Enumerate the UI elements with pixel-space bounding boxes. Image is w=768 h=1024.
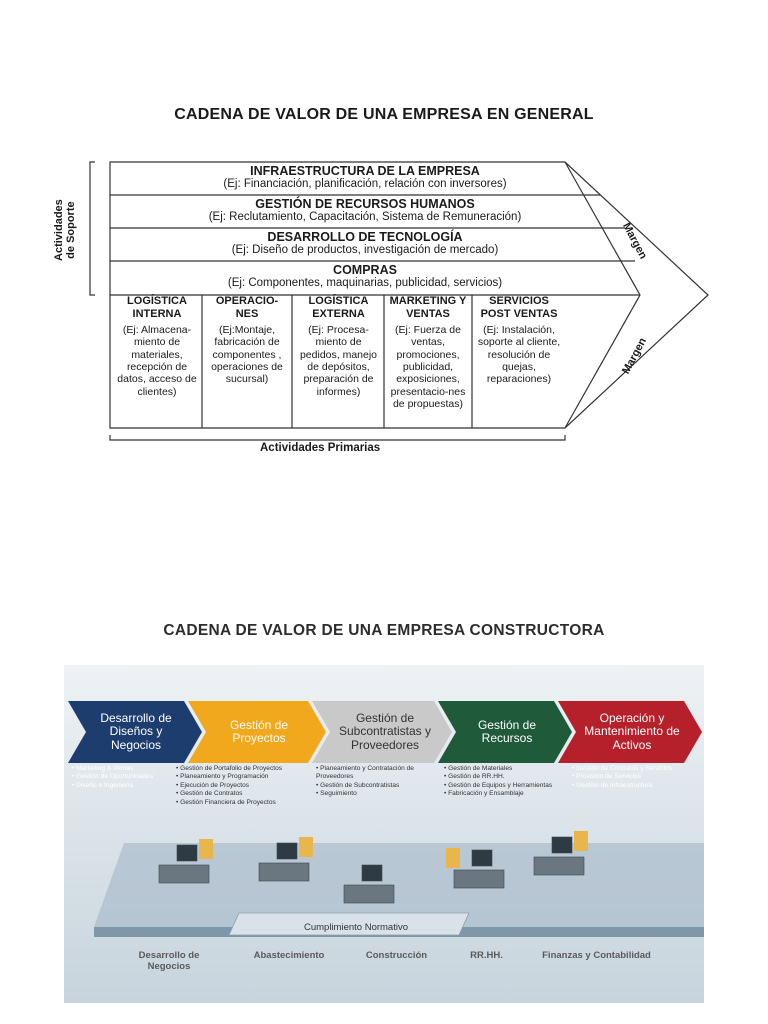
support-sub: (Ej: Componentes, maquinarias, publicida… [227,277,503,290]
workstation-icon [533,831,588,876]
area-label: Desarrollo de Negocios [138,950,200,972]
compliance-label: Cumplimiento Normativo [304,922,409,933]
bullet: • Gestión de Subcontratistas [316,781,400,789]
support-head: DESARROLLO DE TECNOLOGÍA [267,230,463,244]
support-sub: (Ej: Financiación, planificación, relaci… [223,178,507,191]
primary-body: (Ej: Fuerza de ventas, promociones, publ… [390,323,466,411]
stage-bullets-5: • Gestión de Contratos y Servicios • Pro… [572,765,697,790]
title-construction-chain: CADENA DE VALOR DE UNA EMPRESA CONSTRUCT… [163,622,605,639]
stage-chevron-3 [312,701,452,763]
stage-bullets-2: • Gestión de Portafolio de Proyectos • P… [176,765,311,807]
support-sub: (Ej: Reclutamiento, Capacitación, Sistem… [208,211,522,224]
support-label-line2: de Soporte [64,201,77,259]
bullet: • Gestión de Infraestructura [572,781,653,789]
primary-outbound-logistics: LOGÍSTICA EXTERNA (Ej: Procesa-miento de… [296,295,381,425]
bullet: • Gestión de Oportunidades [72,773,154,781]
support-label-line1: Actividades [52,199,65,261]
stage-bullets-1: • Marketing & Ventas • Gestión de Oportu… [72,765,172,790]
support-head: GESTIÓN DE RECURSOS HUMANOS [255,197,475,211]
title-general-chain: CADENA DE VALOR DE UNA EMPRESA EN GENERA… [174,106,594,123]
bullet: • Seguimiento [316,790,357,798]
bullet: • Marketing & Ventas [72,765,134,772]
bullet: • Gestión de Portafolio de Proyectos [176,765,283,772]
primary-after-sales: SERVICIOS POST VENTAS (Ej: Instalación, … [475,295,563,425]
bullet: • Planeamiento y Programación [176,773,269,781]
support-row-hr: GESTIÓN DE RECURSOS HUMANOS (Ej: Recluta… [110,197,620,225]
stage-bullets-4: • Gestión de Materiales • Gestión de RR.… [444,765,562,799]
stage-label: Gestión de Subcontratistas y Proveedores [338,711,432,752]
area-label: Abastecimiento [253,950,325,961]
stage-bullets-3: • Planeamiento y Contratación de Proveed… [316,765,441,799]
bullet: • Gestión de RR.HH. [444,773,505,781]
stage-chevron-5 [558,701,702,763]
primary-body: (Ej: Procesa-miento de pedidos, manejo d… [299,323,378,398]
stage-label: Desarrollo de Diseños y Negocios [100,711,172,752]
primary-operations: OPERACIO-NES (Ej:Montaje, fabricación de… [205,295,289,425]
primary-head: SERVICIOS POST VENTAS [480,295,558,320]
bullet: • Gestión de Contratos [176,790,243,798]
workstation-icon [446,848,505,889]
primary-marketing-sales: MARKETING Y VENTAS (Ej: Fuerza de ventas… [386,295,470,425]
value-chain-construction: Desarrollo de Diseños y Negocios Gestión… [64,665,704,1003]
primary-head: MARKETING Y VENTAS [389,295,467,320]
stage-label: Operación y Mantenimiento de Activos [584,711,680,752]
support-activities-label: Actividades de Soporte [53,199,77,261]
support-row-infrastructure: INFRAESTRUCTURA DE LA EMPRESA (Ej: Finan… [110,164,620,192]
stage-chevron-1 [68,701,202,763]
support-head: INFRAESTRUCTURA DE LA EMPRESA [250,164,480,178]
workstation-icon [343,864,395,904]
bullet: • Planeamiento y Contratación de Proveed… [316,765,414,781]
bullet: • Provisión de Servicios [572,773,642,781]
value-chain-general: INFRAESTRUCTURA DE LA EMPRESA (Ej: Finan… [53,150,720,470]
bullet: • Ejecución de Proyectos [176,781,250,789]
value-chain-outline [89,161,709,441]
primary-body: (Ej:Montaje, fabricación de componentes … [211,323,283,386]
support-head: COMPRAS [333,263,397,277]
area-label: Finanzas y Contabilidad [542,950,651,961]
primary-inbound-logistics: LOGÍSTICA INTERNA (Ej: Almacena-miento d… [114,295,200,425]
support-sub: (Ej: Diseño de productos, investigación … [231,244,499,257]
area-label: RR.HH. [470,950,503,961]
stage-chevron-4 [438,701,572,763]
primary-head: LOGÍSTICA EXTERNA [308,295,369,320]
workstation-icon [158,839,213,884]
stage-label: Gestión de Proyectos [229,717,289,745]
bullet: • Gestión de Contratos y Servicios [572,765,673,772]
primary-body: (Ej: Instalación, soporte al cliente, re… [477,323,561,386]
support-row-procurement: COMPRAS (Ej: Componentes, maquinarias, p… [110,263,620,291]
stage-label: Gestión de Recursos [477,717,537,745]
primary-body: (Ej: Almacena-miento de materiales, rece… [117,323,197,398]
primary-head: LOGÍSTICA INTERNA [127,295,187,320]
primary-activities-label: Actividades Primarias [260,442,381,454]
stage-chevron-2 [188,701,326,763]
bullet: • Gestión de Equipos y Herramientas [444,781,553,789]
compliance-band [228,912,470,936]
primary-head: OPERACIO-NES [215,295,279,320]
bullet: • Fabricación y Ensamblaje [444,790,524,798]
construction-graphics [68,701,704,937]
bullet: • Gestión Financiera de Proyectos [176,798,276,806]
bullet: • Diseño e Ingeniería [72,781,134,789]
area-label: Construcción [365,950,428,961]
bullet: • Gestión de Materiales [444,765,513,772]
workstation-icon [258,837,313,882]
support-row-technology: DESARROLLO DE TECNOLOGÍA (Ej: Diseño de … [110,230,620,258]
